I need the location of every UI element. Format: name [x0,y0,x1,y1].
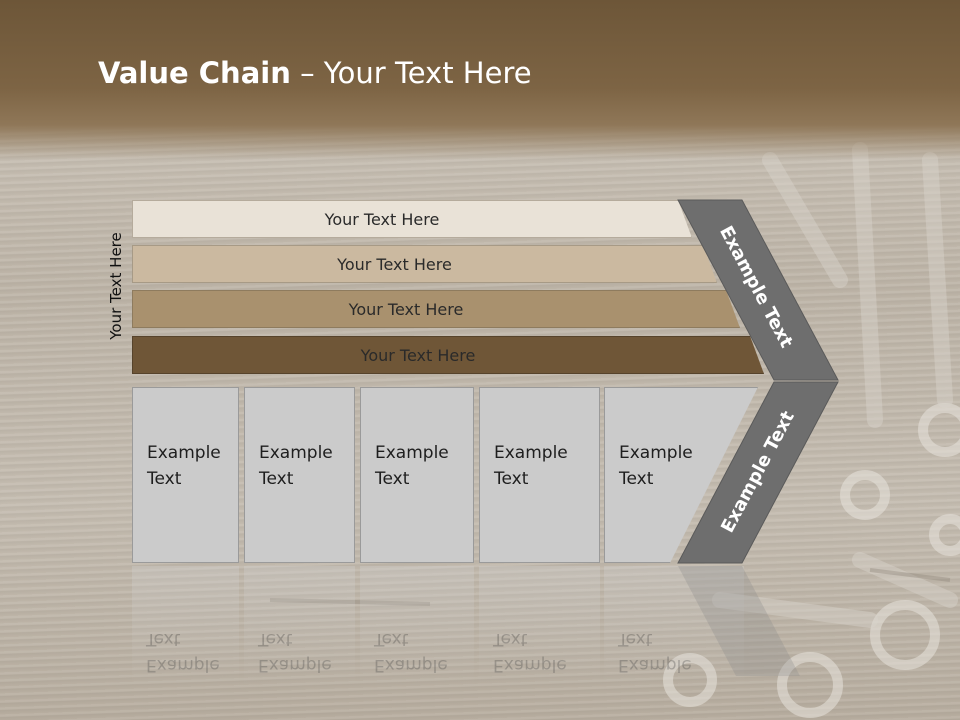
slide-title: Value Chain – Your Text Here [98,56,532,90]
header-band [0,0,960,160]
chevron-reflection [678,566,800,676]
support-bar-1: Your Text Here [132,200,692,238]
chevron-lower [677,381,839,564]
support-bar-2: Your Text Here [132,245,717,283]
support-bar-3: Your Text Here [132,290,740,328]
chevron-upper [677,199,839,381]
support-bar-4: Your Text Here [132,336,764,374]
